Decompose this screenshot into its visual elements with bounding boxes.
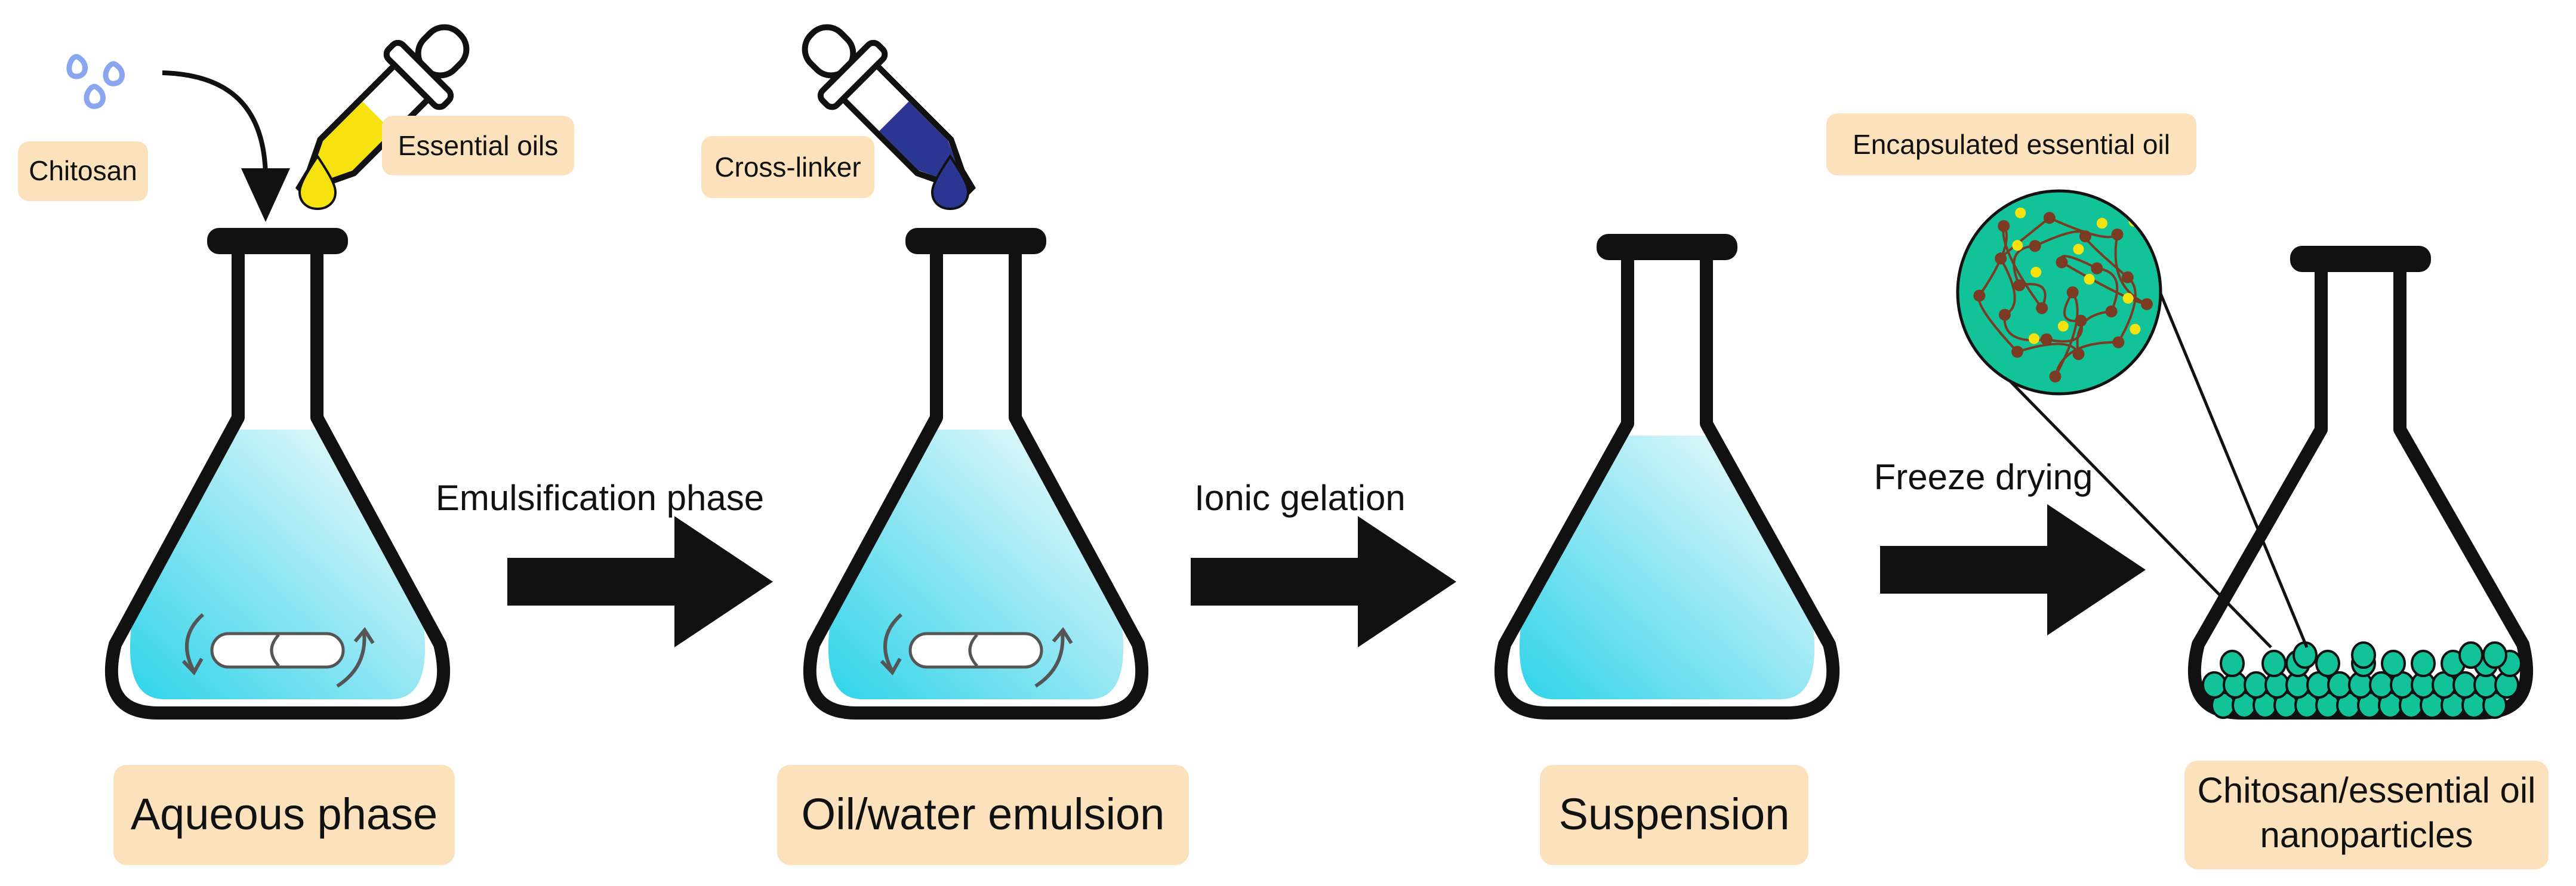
crosslink-node <box>2112 336 2125 348</box>
suspension-label-box <box>1540 765 1808 865</box>
oil-droplet <box>2030 267 2042 278</box>
oil-droplet <box>2130 323 2141 335</box>
emulsification-arrow-icon <box>507 516 773 647</box>
suspension-label: Suspension <box>1559 789 1790 839</box>
flask-outline-icon <box>803 251 1149 720</box>
ionic-gelation-arrow-icon <box>1191 516 1456 647</box>
flask-rim <box>1597 234 1737 260</box>
nanoparticle <box>2411 650 2436 677</box>
ionic-gelation-step-label: Ionic gelation <box>1194 478 1406 518</box>
cross-linker-drop-icon <box>930 154 970 211</box>
essential-oils-label: Essential oils <box>398 130 558 161</box>
oil-droplet <box>2073 243 2084 255</box>
liquid-emulsion <box>828 430 1124 699</box>
crosslink-node <box>1973 289 1986 302</box>
liquid-suspension <box>1519 436 1815 699</box>
nanoparticle <box>2482 641 2507 669</box>
polymer-chain <box>2013 245 2035 286</box>
crosslink-node <box>2056 256 2068 268</box>
nanoparticle <box>2220 650 2245 677</box>
crosslink-node <box>2140 298 2153 310</box>
rotation-arrows-icon <box>181 613 375 688</box>
nanoparticle <box>2351 641 2376 669</box>
nanoparticle <box>2381 650 2406 677</box>
liquid-aqueous <box>130 430 426 699</box>
crosslink-node <box>2013 279 2026 292</box>
rotation-arrows-icon <box>880 613 1073 688</box>
aqueous-phase-label-box <box>113 765 455 865</box>
nanoparticle <box>2458 641 2483 669</box>
encapsulated-label: Encapsulated essential oil <box>1853 129 2170 160</box>
flask-rim <box>905 228 1046 254</box>
crosslink-node <box>2066 286 2079 298</box>
oil-droplet <box>2015 207 2026 218</box>
crosslink-node <box>2036 302 2048 314</box>
crosslink-node <box>2029 240 2041 252</box>
chitosan-label: Chitosan <box>29 155 137 186</box>
crosslink-node <box>2105 305 2118 317</box>
flask-suspension <box>1494 234 1840 720</box>
cross-linker-label: Cross-linker <box>714 152 861 183</box>
polymer-chain <box>2114 234 2147 305</box>
stir-bar-icon <box>210 632 345 669</box>
crosslink-node <box>2121 271 2134 283</box>
encapsulated-label-box <box>1826 113 2196 175</box>
emulsion-label: Oil/water emulsion <box>802 789 1165 839</box>
emulsification-step-label: Emulsification phase <box>436 478 764 518</box>
nanoparticles-label-line2: nanoparticles <box>2260 815 2473 855</box>
oil-droplet <box>2122 292 2134 304</box>
curved-arrow <box>162 70 269 186</box>
flask-rim <box>2290 246 2431 272</box>
nanoparticle-cluster <box>2202 641 2522 719</box>
crosslink-node <box>2049 371 2062 383</box>
oil-droplet <box>2012 240 2023 251</box>
crosslink-node <box>2079 230 2091 243</box>
flask-outline-icon <box>1494 257 1840 720</box>
curved-arrow-head-icon <box>241 168 290 222</box>
cross-linker-label-box <box>701 136 874 198</box>
flask-outline-icon <box>104 251 451 720</box>
oil-droplet <box>2096 218 2107 229</box>
crosslink-node <box>2091 262 2103 274</box>
freeze-drying-step-label: Freeze drying <box>1874 457 2093 497</box>
crosslink-node <box>2075 314 2087 327</box>
polymer-chain <box>2097 267 2119 312</box>
crosslink-node <box>2043 212 2056 224</box>
crosslink-node <box>2072 348 2085 360</box>
emulsion-label-box <box>777 765 1189 865</box>
flask-rim <box>207 228 348 254</box>
essential-oils-label-box <box>382 116 574 175</box>
crosslink-node <box>1998 308 2011 321</box>
crosslink-node <box>2011 345 2023 358</box>
crosslink-node <box>2111 228 2124 240</box>
stir-bar-icon <box>908 632 1043 669</box>
nanoparticle <box>2315 650 2340 677</box>
oil-droplet <box>2057 320 2069 332</box>
nanoparticle <box>2202 671 2227 699</box>
crosslink-node <box>2040 333 2053 345</box>
polymer-network-icon <box>1973 207 2153 383</box>
crosslink-node <box>1995 252 2007 265</box>
oil-droplet <box>2084 274 2095 285</box>
oil-droplet <box>2028 333 2039 344</box>
freeze-drying-arrow-icon <box>1880 504 2146 635</box>
essential-oil-drop-icon <box>298 154 337 211</box>
flask-emulsion <box>803 228 1149 720</box>
chitosan-particles-icon <box>66 54 125 109</box>
chitosan-label-box <box>18 141 148 201</box>
nanoparticles-label-box <box>2184 761 2549 869</box>
crosslink-node <box>1998 220 2010 232</box>
nanoparticles-label-line1: Chitosan/essential oil <box>2198 770 2536 810</box>
nanoparticle <box>2244 671 2269 699</box>
magnified-nanoparticle-icon <box>1956 189 2309 649</box>
aqueous-phase-label: Aqueous phase <box>131 789 437 839</box>
polymer-chain <box>2054 291 2079 378</box>
flask-aqueous-phase <box>104 228 451 720</box>
nanoparticle <box>2261 650 2287 677</box>
